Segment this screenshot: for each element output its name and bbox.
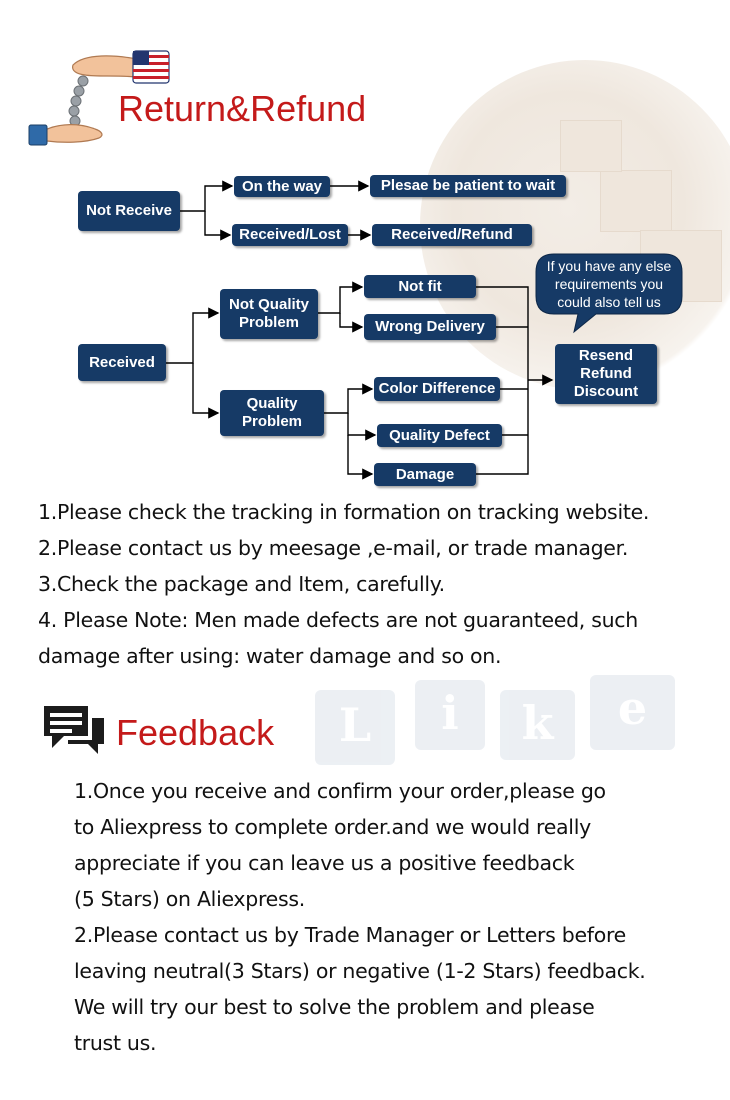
feedback-line: 1.Once you receive and confirm your orde… xyxy=(74,779,606,803)
background-like-letter: L xyxy=(338,698,372,752)
return-refund-title: Return&Refund xyxy=(118,88,367,129)
background-like-letter: e xyxy=(617,681,648,735)
feedback-line: We will try our best to solve the proble… xyxy=(74,995,595,1019)
feedback-title: Feedback xyxy=(116,712,275,753)
color-difference-box: Color Difference xyxy=(374,377,500,401)
flowchart-connectors xyxy=(166,180,554,480)
resend-refund-discount-box: Resend Refund Discount xyxy=(555,344,657,404)
received-lost-box: Received/Lost xyxy=(232,224,348,246)
background-like-card: i xyxy=(415,680,485,750)
feedback-line: (5 Stars) on Aliexpress. xyxy=(74,887,305,911)
feedback-line: leaving neutral(3 Stars) or negative (1-… xyxy=(74,959,646,983)
instruction-line: 3.Check the package and Item, carefully. xyxy=(38,572,445,596)
quality-problem-box: Quality Problem xyxy=(220,390,324,436)
hand-coins-icon xyxy=(28,50,170,146)
background-like-letter: i xyxy=(441,686,459,740)
feedback-line: to Aliexpress to complete order.and we w… xyxy=(74,815,591,839)
received-box: Received xyxy=(78,344,166,381)
background-like-card: L xyxy=(315,690,395,765)
instruction-line: damage after using: water damage and so … xyxy=(38,644,502,668)
quality-defect-box: Quality Defect xyxy=(377,424,502,447)
not-fit-box: Not fit xyxy=(364,275,476,298)
background-like-letter: k xyxy=(521,696,554,750)
not-receive-box: Not Receive xyxy=(78,191,180,231)
wrong-delivery-box: Wrong Delivery xyxy=(364,314,496,340)
speech-bubble-text: If you have any else requirements you co… xyxy=(546,258,672,310)
instruction-line: 4. Please Note: Men made defects are not… xyxy=(38,608,638,632)
instruction-line: 2.Please contact us by meesage ,e-mail, … xyxy=(38,536,629,560)
background-like-card: e xyxy=(590,675,675,750)
feedback-line: trust us. xyxy=(74,1031,157,1055)
please-be-patient-box: Plesae be patient to wait xyxy=(370,175,566,197)
chat-bubbles-icon xyxy=(44,706,104,754)
feedback-line: 2.Please contact us by Trade Manager or … xyxy=(74,923,626,947)
feedback-line: appreciate if you can leave us a positiv… xyxy=(74,851,575,875)
on-the-way-box: On the way xyxy=(234,176,330,197)
background-package xyxy=(600,170,672,232)
instruction-line: 1.Please check the tracking in formation… xyxy=(38,500,650,524)
received-refund-box: Received/Refund xyxy=(372,224,532,246)
damage-box: Damage xyxy=(374,463,476,486)
speech-bubble-shape xyxy=(535,253,683,334)
background-like-card: k xyxy=(500,690,575,760)
background-package xyxy=(560,120,622,172)
not-quality-problem-box: Not Quality Problem xyxy=(220,289,318,339)
